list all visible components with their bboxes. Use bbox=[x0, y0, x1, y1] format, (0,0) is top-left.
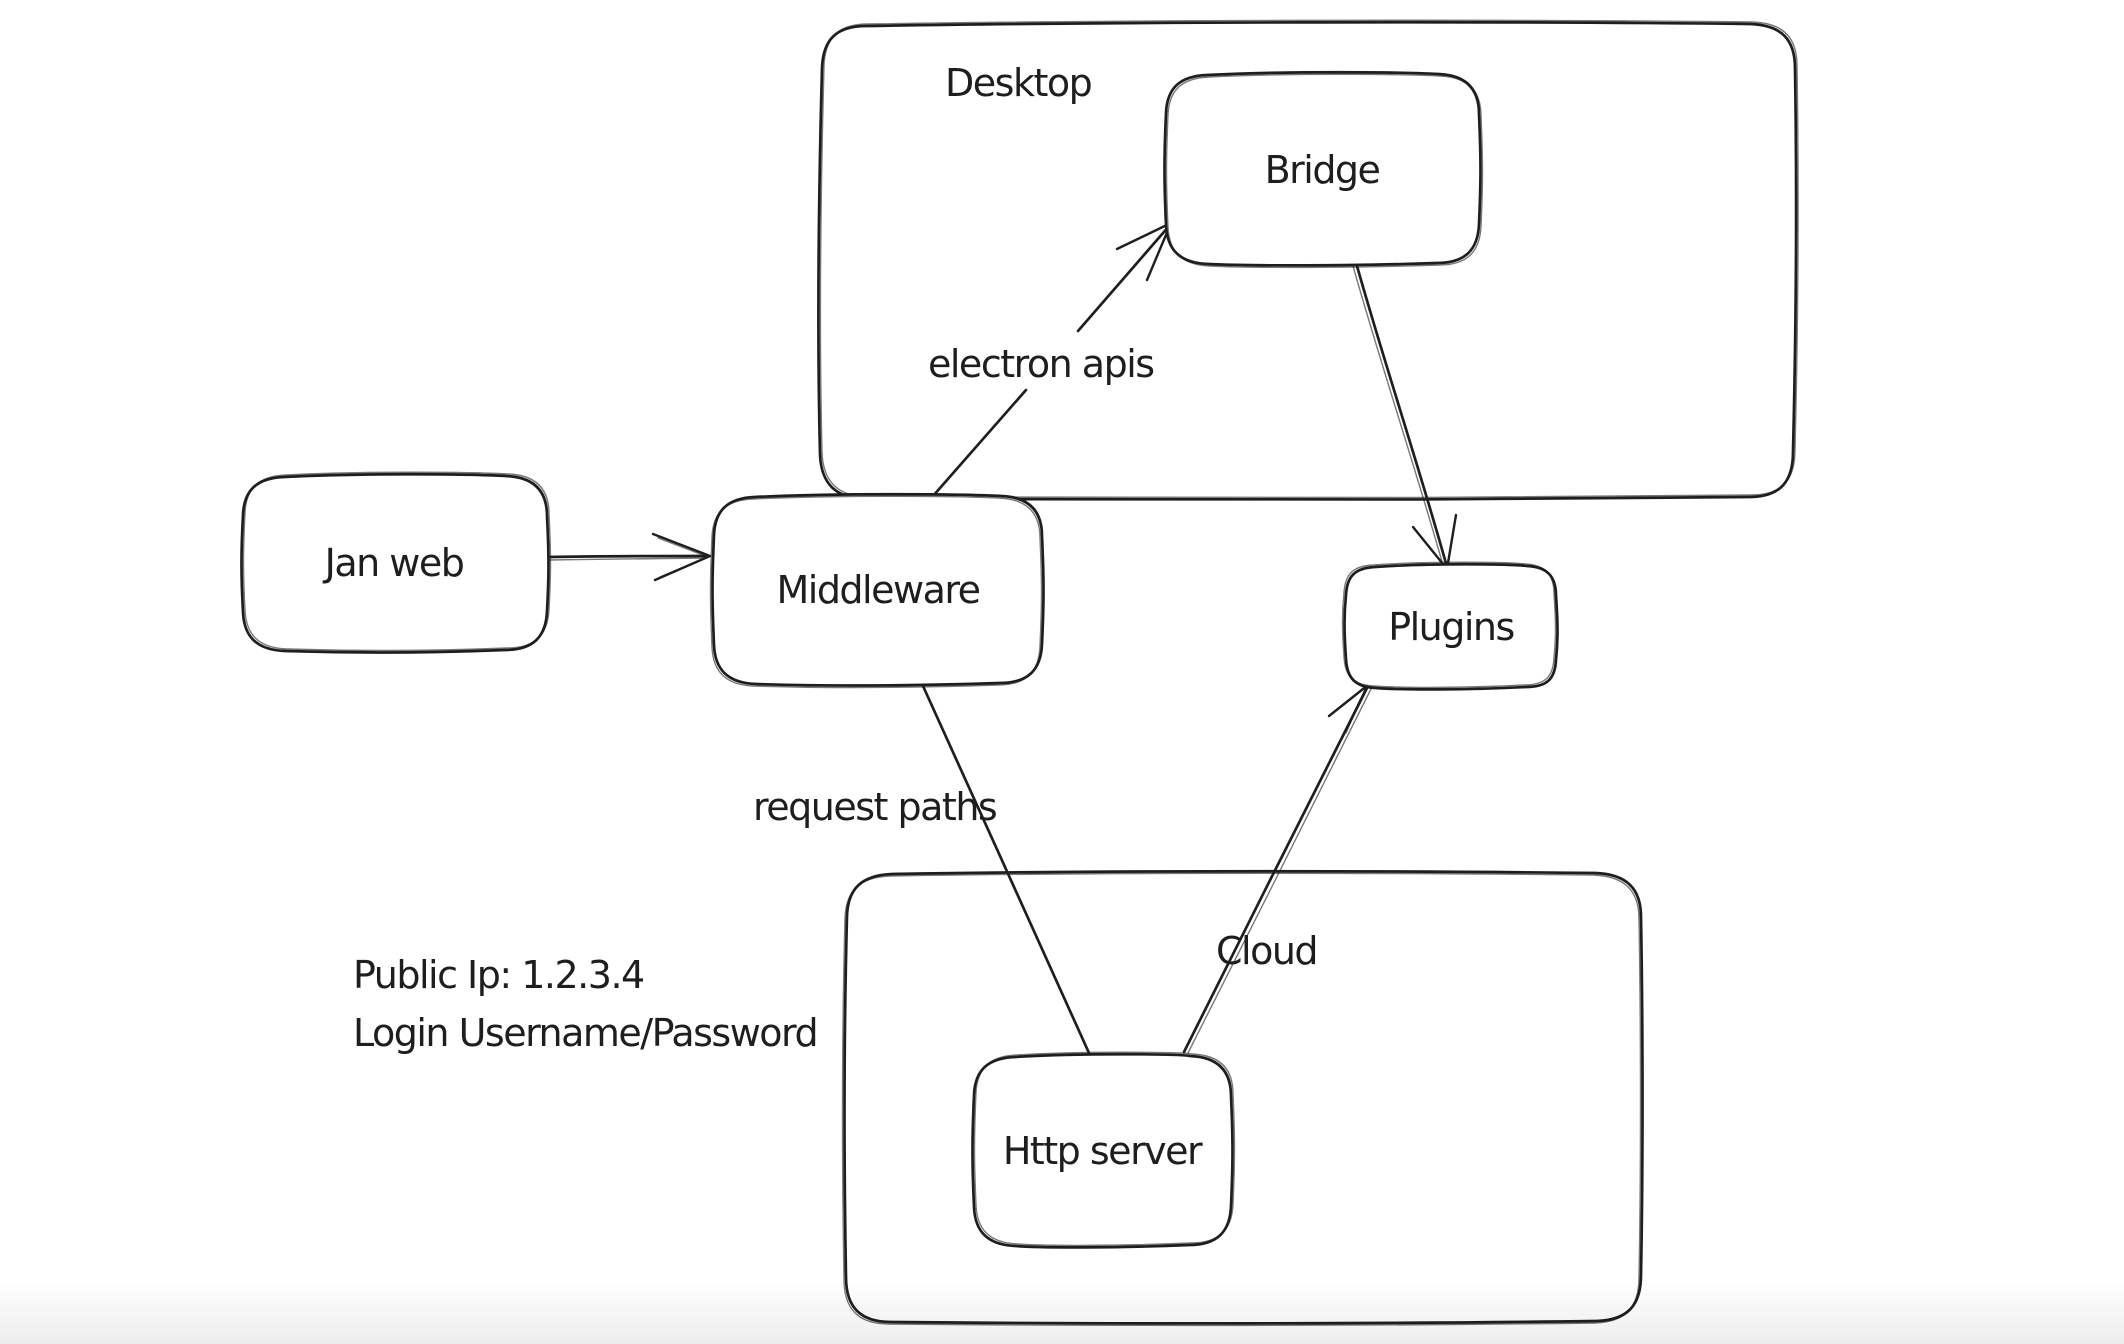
credentials-note-line1: Public Ip: 1.2.3.4 bbox=[353, 953, 644, 997]
plugins-node-label: Plugins bbox=[1388, 605, 1514, 649]
http-server-node[interactable]: Http server bbox=[971, 1051, 1236, 1249]
jan-web-node[interactable]: Jan web bbox=[240, 471, 552, 654]
bridge-node[interactable]: Bridge bbox=[1163, 70, 1484, 269]
middleware-node-label: Middleware bbox=[776, 568, 979, 612]
electron-apis-edge-label: electron apis bbox=[928, 342, 1154, 386]
credentials-note[interactable]: Public Ip: 1.2.3.4 Login Username/Passwo… bbox=[353, 953, 819, 1055]
desktop-container-label: Desktop bbox=[945, 61, 1092, 105]
edge-middleware-to-http-server[interactable]: request paths bbox=[753, 684, 1091, 1055]
edge-jan-web-to-middleware[interactable] bbox=[547, 532, 712, 582]
plugins-node[interactable]: Plugins bbox=[1341, 561, 1559, 691]
request-paths-edge-label: request paths bbox=[753, 785, 996, 829]
http-server-node-label: Http server bbox=[1003, 1129, 1203, 1173]
bridge-node-label: Bridge bbox=[1265, 148, 1380, 192]
middleware-node[interactable]: Middleware bbox=[709, 492, 1045, 689]
cloud-container[interactable]: Cloud bbox=[841, 869, 1644, 1327]
edge-middleware-to-bridge[interactable]: electron apis bbox=[928, 221, 1173, 498]
credentials-note-line2: Login Username/Password bbox=[353, 1011, 817, 1055]
desktop-container[interactable]: Desktop bbox=[817, 19, 1799, 502]
jan-web-node-label: Jan web bbox=[323, 541, 464, 585]
